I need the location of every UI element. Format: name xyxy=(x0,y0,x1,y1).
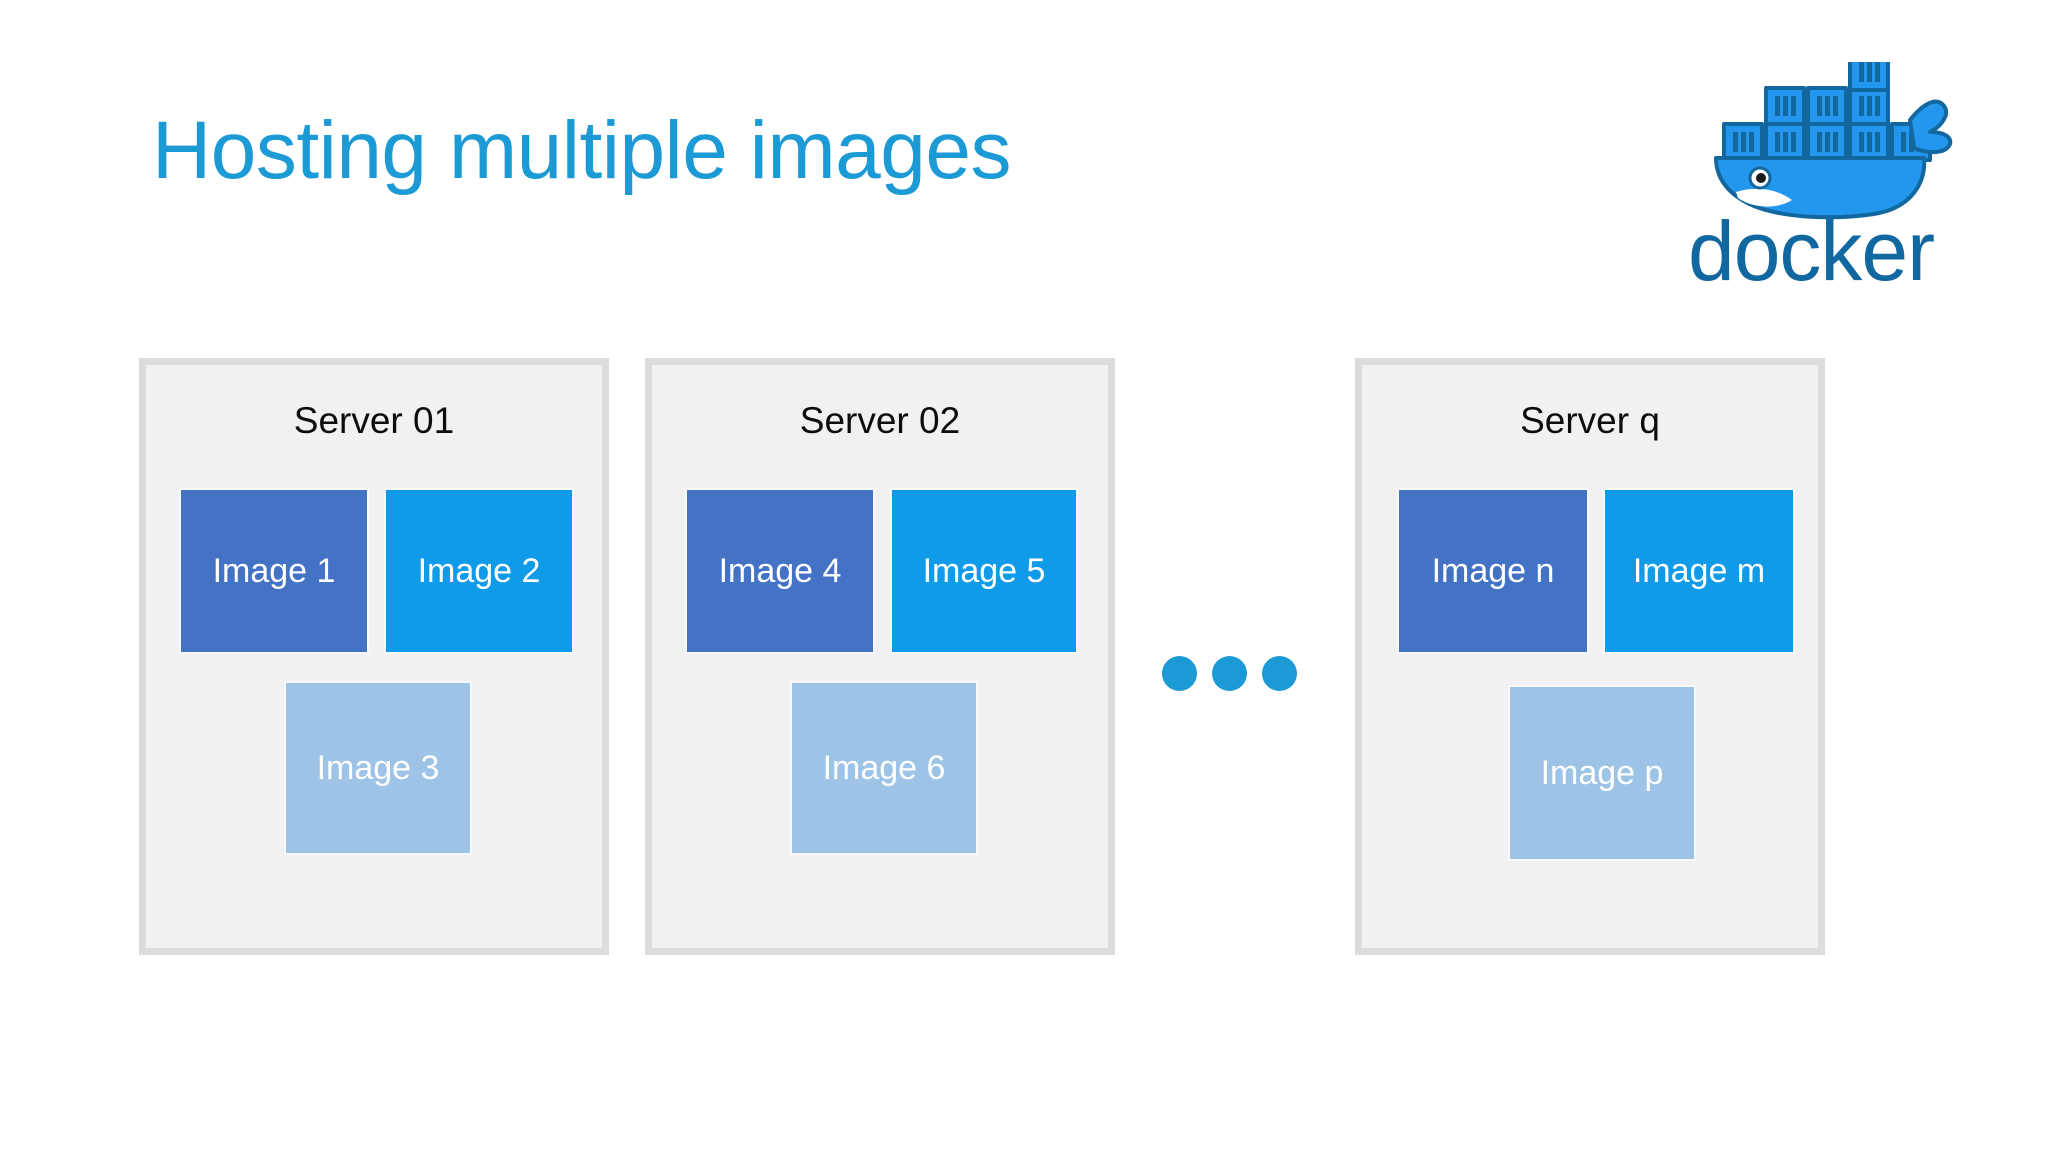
ellipsis-dots xyxy=(1162,655,1297,691)
server-title: Server q xyxy=(1520,400,1660,441)
image-box-image-p[interactable]: Image p xyxy=(1510,687,1694,859)
image-box-image-5[interactable]: Image 5 xyxy=(892,490,1076,652)
server-panel-server-02[interactable]: Server 02 Image 4 Image 5 Image 6 xyxy=(645,358,1115,955)
image-box-image-4[interactable]: Image 4 xyxy=(687,490,873,652)
server-title: Server 02 xyxy=(799,400,961,441)
image-box-image-n[interactable]: Image n xyxy=(1399,490,1587,652)
image-box-image-3[interactable]: Image 3 xyxy=(286,683,470,853)
image-box-image-1[interactable]: Image 1 xyxy=(181,490,367,652)
docker-logo: docker xyxy=(1686,52,1976,302)
ellipsis-dot-1 xyxy=(1162,655,1197,691)
docker-whale-icon xyxy=(1714,52,1954,220)
image-box-image-6[interactable]: Image 6 xyxy=(792,683,976,853)
svg-text:docker: docker xyxy=(1688,212,1934,298)
image-box-image-2[interactable]: Image 2 xyxy=(386,490,572,652)
docker-wordmark: docker xyxy=(1686,204,1976,302)
image-box-image-m[interactable]: Image m xyxy=(1605,490,1793,652)
server-panel-server-01[interactable]: Server 01 Image 1 Image 2 Image 3 xyxy=(139,358,609,955)
server-panel-server-q[interactable]: Server q Image n Image m Image p xyxy=(1355,358,1825,955)
ellipsis-dot-2 xyxy=(1212,655,1247,691)
page-title: Hosting multiple images xyxy=(152,105,1012,196)
ellipsis-dot-3 xyxy=(1262,655,1297,691)
server-title: Server 01 xyxy=(293,400,455,441)
